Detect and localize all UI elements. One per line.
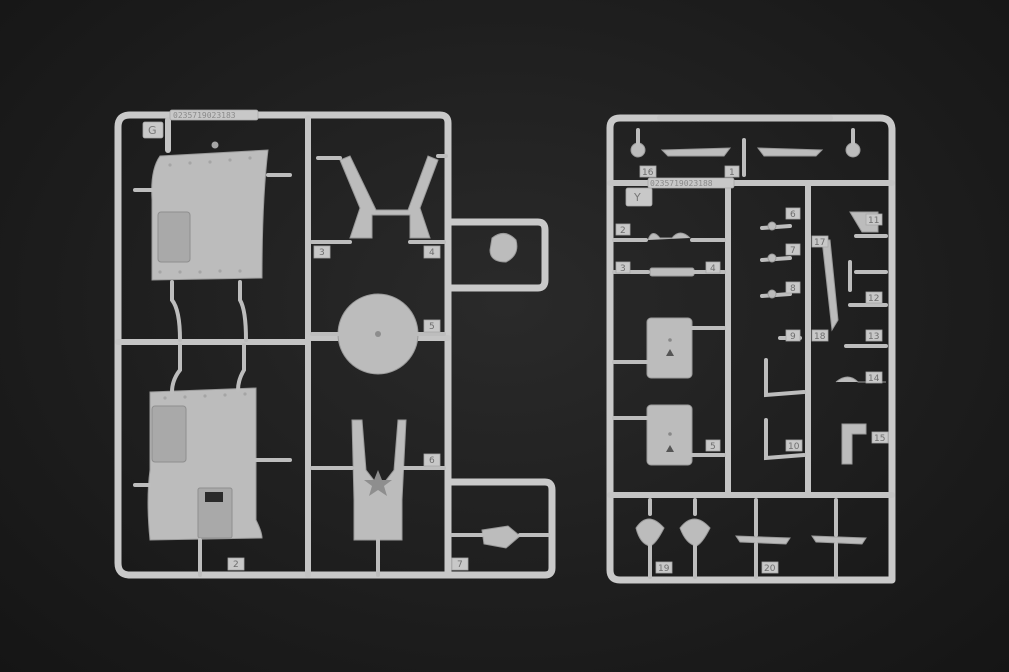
- sprue-y: Y 0235719023188: [606, 114, 896, 584]
- part-plate-lower: [646, 404, 693, 466]
- part-number-label: 12: [868, 294, 879, 304]
- part-bottom-paddles: [635, 498, 867, 579]
- part-number-label: 7: [790, 246, 796, 256]
- sprue-y-part-numbers: 1 2 3 4 5 6 7 8 9 10 11 12 13 14 15 16 1…: [615, 165, 889, 574]
- part-small-levers: [760, 221, 852, 461]
- part-number-label: 16: [642, 168, 654, 178]
- sprue-g-letter: G: [148, 124, 157, 137]
- part-number-label: 2: [620, 226, 626, 236]
- part-number-label: 5: [710, 442, 716, 452]
- part-number-label: 15: [874, 434, 885, 444]
- part-number-label: 8: [790, 284, 796, 294]
- part-number-label: 6: [790, 210, 796, 220]
- part-number-label: 6: [429, 456, 435, 466]
- sprue-g-side-tab-bottom: [444, 478, 556, 579]
- part-top-row: [630, 128, 861, 177]
- part-hull-panel-lower: [147, 387, 263, 541]
- part-frame-lower: [351, 419, 407, 541]
- sprue-g-part-numbers: 2 3 4 5 6 7: [227, 245, 469, 571]
- sprue-g-frame: [114, 111, 452, 579]
- part-disc: [337, 293, 419, 375]
- part-number-label: 7: [457, 560, 463, 570]
- part-number-label: 13: [868, 332, 879, 342]
- sprue-g: G 0235719023183: [114, 109, 556, 579]
- part-number-label: 4: [429, 248, 435, 258]
- part-number-label: 11: [868, 216, 879, 226]
- sprue-y-frame: [606, 114, 896, 584]
- part-number-label: 18: [814, 332, 826, 342]
- part-number-label: 10: [788, 442, 800, 452]
- part-number-label: 2: [233, 560, 239, 570]
- part-small-plate: [481, 525, 521, 549]
- part-number-label: 14: [868, 374, 880, 384]
- part-hull-panel-upper: [151, 141, 269, 281]
- sprue-g-side-tab-top: [444, 218, 549, 292]
- part-number-label: 5: [429, 322, 435, 332]
- part-number-label: 19: [658, 564, 670, 574]
- part-number-label: 17: [814, 238, 825, 248]
- sprue-y-code: 0235719023188: [650, 179, 713, 188]
- part-small-clip: [489, 233, 518, 263]
- part-chassis-bracket: [339, 155, 439, 239]
- part-number-label: 9: [790, 332, 796, 342]
- part-number-label: 20: [764, 564, 776, 574]
- part-number-label: 3: [620, 264, 626, 274]
- sprue-g-code: 0235719023183: [173, 111, 236, 120]
- part-number-label: 3: [319, 248, 325, 258]
- part-number-label: 4: [710, 264, 716, 274]
- part-number-label: 1: [729, 168, 735, 178]
- part-plate-upper: [646, 317, 693, 379]
- sprue-y-letter: Y: [633, 191, 641, 204]
